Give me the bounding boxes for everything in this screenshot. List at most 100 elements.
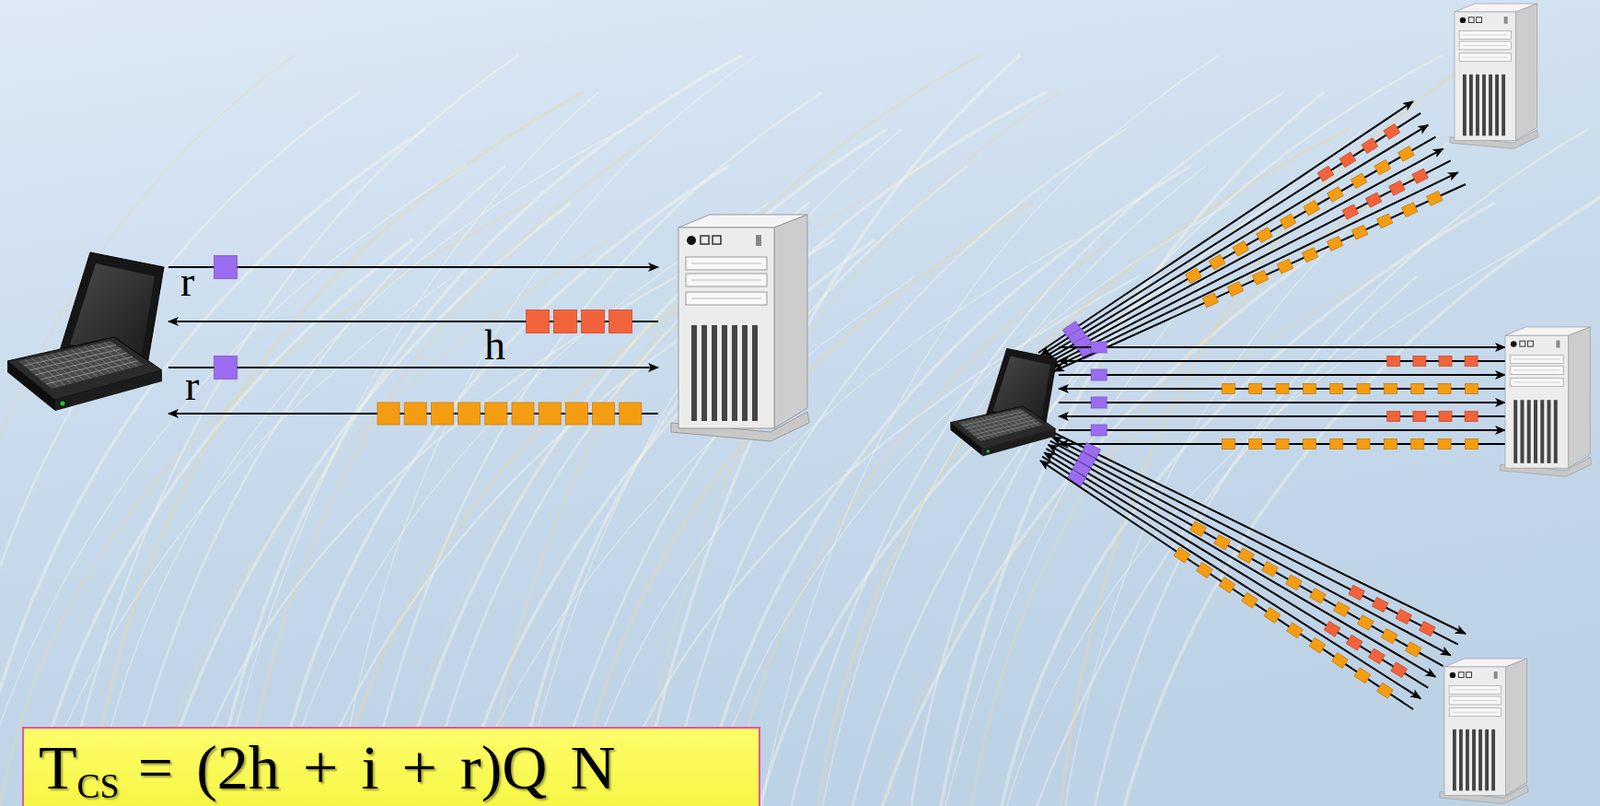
message-arrow <box>1045 448 1436 677</box>
body-packet <box>1411 439 1425 450</box>
grass-wisp <box>211 92 599 806</box>
message-arrow <box>1049 160 1451 366</box>
body-packet <box>1330 383 1344 395</box>
body-packet <box>404 402 427 425</box>
header-packet <box>1464 411 1478 422</box>
body-packet <box>592 402 615 425</box>
grass-wisp <box>1062 92 1523 806</box>
body-packet <box>1464 439 1478 450</box>
message-arrows <box>168 101 1506 709</box>
body-packet <box>1309 637 1326 653</box>
server-tower <box>671 214 810 441</box>
grass-wisp <box>940 128 1365 806</box>
header-packet <box>1413 356 1427 367</box>
message-label: r <box>180 260 195 303</box>
message-arrow <box>1058 359 1506 362</box>
header-packet <box>1342 204 1358 220</box>
body-packet <box>1232 241 1250 257</box>
message-arrow <box>1038 101 1414 353</box>
grass-wisp <box>0 55 295 806</box>
body-packet <box>1303 199 1321 216</box>
grass-wisp <box>515 128 903 806</box>
body-packet <box>1249 383 1263 395</box>
grass-wisp <box>572 202 1033 806</box>
body-packet <box>1327 186 1345 203</box>
body-packet <box>1202 292 1218 308</box>
header-packet <box>1371 596 1388 612</box>
message-arrow <box>1044 137 1436 361</box>
message-arrow <box>1048 444 1444 666</box>
body-packet <box>1263 606 1281 623</box>
header-packet <box>1391 661 1408 678</box>
body-packet <box>1383 439 1397 450</box>
header-packet <box>526 310 550 334</box>
message-arrow <box>1047 148 1444 363</box>
header-packet <box>1348 584 1365 600</box>
body-packet <box>1464 383 1478 395</box>
body-packet <box>1302 439 1316 450</box>
body-packet <box>1398 146 1415 163</box>
body-packet <box>1351 224 1368 240</box>
body-packet <box>1275 383 1289 395</box>
body-packet <box>1286 622 1304 638</box>
body-packet <box>1302 383 1316 395</box>
body-packet <box>1286 574 1303 590</box>
body-packet <box>1437 383 1451 395</box>
message-label: r <box>185 364 199 407</box>
message-arrow <box>1058 346 1506 348</box>
message-arrow <box>1043 125 1428 359</box>
grass-wisp <box>544 165 968 806</box>
message-arrow <box>1050 440 1451 656</box>
body-packet <box>1330 439 1344 450</box>
body-packet <box>1301 247 1318 263</box>
header-packet <box>1389 180 1405 196</box>
server-tower <box>1500 326 1592 476</box>
message-arrow <box>1054 184 1466 372</box>
request-packet <box>1090 369 1107 381</box>
body-packet <box>1221 439 1235 450</box>
message-arrow <box>1058 428 1506 431</box>
body-packet <box>1354 667 1371 684</box>
message-arrow <box>1040 460 1414 709</box>
message-arrow <box>1042 456 1421 699</box>
request-packet <box>1090 424 1107 436</box>
header-packet <box>1387 411 1401 422</box>
grass-wisp <box>576 239 1074 806</box>
grass-wisp <box>0 202 532 806</box>
grass-wisp <box>118 165 506 806</box>
formula-text: = (2h + i + r)Q N <box>138 731 616 802</box>
body-packet <box>538 402 561 425</box>
body-packet <box>1350 173 1368 189</box>
body-packet <box>1380 627 1398 643</box>
request-packet <box>214 356 238 380</box>
header-packet <box>1368 648 1386 664</box>
body-packet <box>1275 439 1289 450</box>
body-packet <box>1411 383 1425 395</box>
header-packet <box>1383 123 1401 140</box>
header-packet <box>1361 138 1379 154</box>
body-packet <box>377 402 400 425</box>
grass-wisp <box>787 92 1285 806</box>
request-packet <box>214 255 238 279</box>
message-arrow <box>1058 401 1506 404</box>
message-arrow <box>168 266 659 268</box>
header-packet <box>1464 356 1478 367</box>
header-packet <box>1412 168 1428 184</box>
server-tower <box>1439 658 1529 803</box>
body-packet <box>1383 383 1397 395</box>
header-packet <box>609 310 633 334</box>
body-packet <box>1404 641 1422 657</box>
header-packet <box>581 310 605 334</box>
body-packet <box>1356 383 1370 395</box>
header-packet <box>1365 192 1381 208</box>
grass-wisps <box>0 55 1600 806</box>
body-packet <box>1402 202 1418 218</box>
body-packet <box>1426 190 1443 206</box>
message-arrow <box>1052 436 1459 644</box>
body-packet <box>619 402 642 425</box>
body-packet <box>1377 213 1393 229</box>
body-packet <box>1238 547 1255 563</box>
body-packet <box>1227 281 1243 297</box>
